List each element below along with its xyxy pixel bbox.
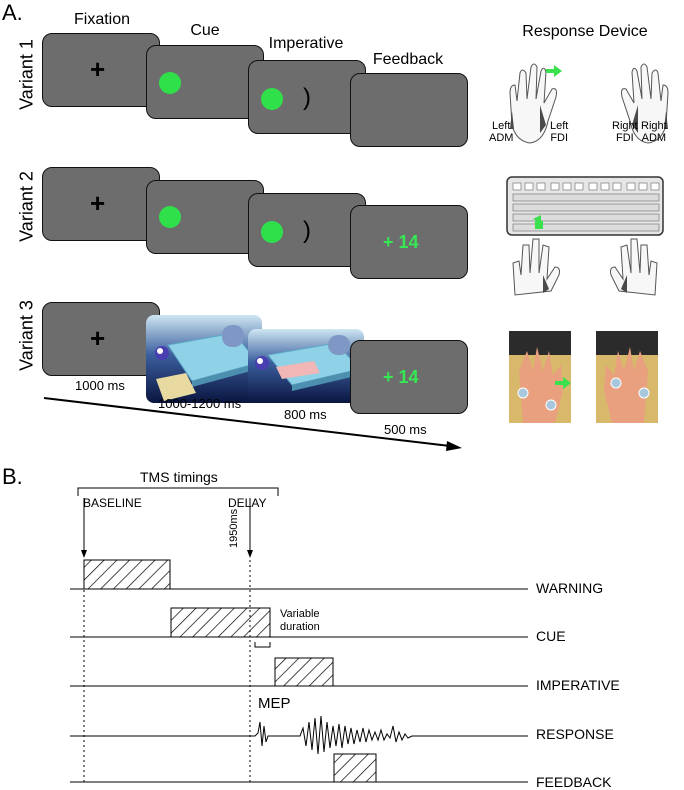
row-feedback: FEEDBACK — [536, 774, 612, 790]
v1-feedback-screen — [350, 73, 468, 147]
feedback-block — [333, 753, 377, 783]
feedback-score: + 14 — [383, 367, 419, 387]
right-arrow-icon — [546, 65, 562, 77]
cue-dot — [159, 206, 181, 228]
imperative-symbol: ) — [303, 84, 311, 111]
imperative-symbol: ) — [303, 217, 311, 244]
tms-timeline-diagram — [70, 487, 528, 783]
variable-duration-bracket — [254, 642, 271, 648]
v3-imperative-game-image — [248, 329, 364, 403]
row-imperative: IMPERATIVE — [536, 677, 620, 693]
duration-feedback: 500 ms — [384, 422, 427, 437]
v3-cue-game-image — [146, 315, 262, 403]
duration-imperative: 800 ms — [284, 407, 327, 422]
duration-fixation: 1000 ms — [75, 378, 125, 393]
mep-label: MEP — [258, 695, 291, 712]
v2-imperative-screen: ) — [248, 193, 366, 267]
v3-left-hand-photo — [509, 331, 571, 423]
time-arrow — [43, 397, 462, 451]
v2-keyboard-illustration — [506, 176, 664, 296]
column-fixation: Fixation — [73, 11, 131, 28]
row-cue: CUE — [536, 628, 566, 644]
imperative-block — [274, 657, 334, 687]
panel-b-label: B. — [2, 464, 23, 489]
v3-right-hand-photo — [596, 331, 658, 423]
column-imperative: Imperative — [268, 35, 344, 52]
left-arrow-icon — [533, 215, 541, 223]
v1-cue-screen — [146, 45, 264, 119]
row-response: RESPONSE — [536, 726, 614, 742]
fixation-cross: + — [90, 54, 106, 84]
fixation-cross: + — [90, 188, 106, 218]
tms-bracket — [77, 487, 279, 496]
v1-hands-illustration — [509, 63, 669, 144]
row-warning: WARNING — [536, 580, 604, 596]
duration-cue: 1000-1200 ms — [158, 396, 242, 411]
v2-fixation-screen: + — [42, 167, 160, 241]
tms-timings-title: TMS timings — [140, 469, 218, 485]
feedback-score: + 14 — [383, 232, 419, 252]
fixation-cross: + — [90, 323, 106, 353]
v2-cue-screen — [146, 180, 264, 254]
delay-label: DELAY — [228, 496, 267, 510]
response-emg-trace — [70, 715, 528, 755]
cue-block — [170, 607, 271, 638]
right-arrow-icon — [555, 377, 571, 389]
baseline-label: BASELINE — [83, 496, 142, 510]
cue-dot — [261, 221, 283, 243]
column-cue: Cue — [190, 22, 220, 39]
cue-dot — [159, 72, 181, 94]
warning-block — [83, 559, 171, 590]
column-feedback: Feedback — [372, 51, 444, 68]
response-device-title: Response Device — [522, 23, 648, 40]
v3-feedback-screen: + 14 — [350, 340, 468, 414]
v1-imperative-screen: ) — [248, 60, 366, 134]
panel-a-label: A. — [2, 0, 23, 25]
cue-dot — [261, 88, 283, 110]
v2-feedback-screen: + 14 — [350, 205, 468, 279]
v3-fixation-screen: + — [42, 302, 160, 376]
green-key — [535, 221, 543, 229]
